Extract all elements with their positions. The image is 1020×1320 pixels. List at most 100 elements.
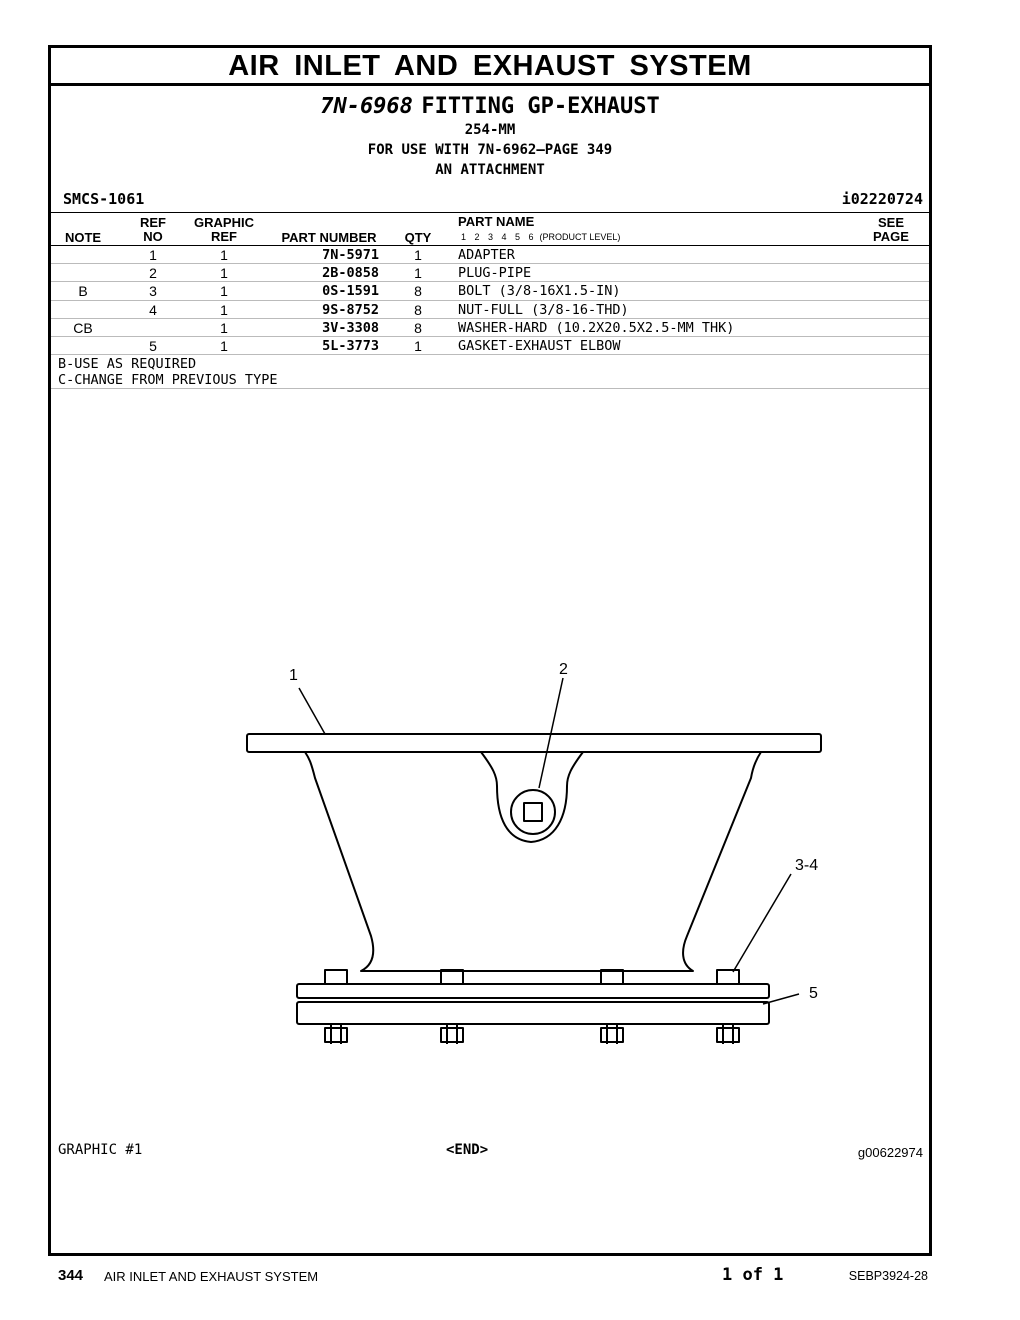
cell-graphic: 1 <box>220 265 228 282</box>
callout-3-4: 3-4 <box>795 857 818 874</box>
col-part-number: PART NUMBER <box>281 230 377 245</box>
cell-qty: 1 <box>414 265 422 282</box>
col-part-name: PART NAME <box>458 214 535 229</box>
cell-qty: 8 <box>414 283 422 300</box>
nut <box>324 1027 348 1043</box>
group-name: FITTING GP-EXHAUST <box>421 94 660 119</box>
cell-ref: 1 <box>149 247 157 263</box>
group-header: 7N-6968 FITTING GP-EXHAUST 254-MM FOR US… <box>51 86 929 180</box>
footer-page-of: 1 of 1 <box>722 1265 784 1285</box>
parts-table-header: NOTE REF NO GRAPHIC REF PART NUMBER QTY … <box>51 212 929 246</box>
page-frame: AIR INLET AND EXHAUST SYSTEM 7N-6968 FIT… <box>48 45 932 1256</box>
callout-1: 1 <box>289 667 298 684</box>
parts-table-body: 1 1 7N-5971 1 ADAPTER 2 1 2B-0858 1 PLUG… <box>51 246 929 356</box>
bolt-shank <box>330 1024 734 1044</box>
bolt-head <box>440 969 464 985</box>
cell-ref: 2 <box>149 265 157 282</box>
adapter-top-flange <box>246 733 822 753</box>
gasket <box>296 1001 770 1025</box>
cell-part-name: ADAPTER <box>458 247 515 263</box>
footnote-c: C-CHANGE FROM PREVIOUS TYPE <box>58 372 278 388</box>
cell-part-number: 9S-8752 <box>322 301 379 318</box>
cell-qty: 1 <box>414 337 422 354</box>
cell-graphic: 1 <box>220 283 228 300</box>
callout-5: 5 <box>809 985 818 1002</box>
table-row: 4 1 9S-8752 8 NUT-FULL (3/8-16-THD) <box>51 301 929 319</box>
cell-graphic: 1 <box>220 301 228 318</box>
cell-part-number: 2B-0858 <box>322 265 379 282</box>
col-qty: QTY <box>404 230 432 245</box>
cell-ref: 4 <box>149 301 157 318</box>
nut <box>440 1027 464 1043</box>
leader-5 <box>762 993 800 1005</box>
col-see-top: SEE <box>877 215 904 230</box>
col-ref-no: REF NO <box>136 216 170 244</box>
cell-part-name: GASKET-EXHAUST ELBOW <box>458 337 621 354</box>
group-line: 7N-6968 FITTING GP-EXHAUST <box>51 94 929 120</box>
col-see-page: SEE PAGE <box>871 216 911 244</box>
leader-2 <box>538 677 564 789</box>
table-row: 2 1 2B-0858 1 PLUG-PIPE <box>51 264 929 283</box>
cell-note: CB <box>73 319 93 336</box>
group-type: AN ATTACHMENT <box>435 162 545 178</box>
end-tag: <END> <box>446 1142 489 1158</box>
title-bar: AIR INLET AND EXHAUST SYSTEM <box>51 48 929 86</box>
section-title: AIR INLET AND EXHAUST SYSTEM <box>228 50 752 82</box>
bottom-flange <box>296 983 770 999</box>
col-graphic-top: GRAPHIC <box>194 215 254 230</box>
smcs-code: SMCS-1061 <box>63 190 145 208</box>
footnote-b: B-USE AS REQUIRED <box>58 356 197 372</box>
footer-doc-number: SEBP3924-28 <box>848 1269 928 1283</box>
leader-3-4 <box>732 873 792 973</box>
cell-part-name: PLUG-PIPE <box>458 265 532 282</box>
col-note: NOTE <box>64 230 102 245</box>
col-product-levels: 1 2 3 4 5 6 (PRODUCT LEVEL) <box>461 232 620 242</box>
plug-square-drive <box>523 802 543 822</box>
bolt-head <box>716 969 740 985</box>
col-ref-top: REF <box>140 215 166 230</box>
cell-graphic: 1 <box>220 337 228 354</box>
group-size: 254-MM <box>464 122 516 138</box>
exhaust-fitting-drawing: 1 2 3-4 5 <box>246 661 822 1044</box>
level-numbers: 1 2 3 4 5 6 <box>461 232 534 242</box>
cell-graphic: 1 <box>220 247 228 263</box>
table-row: 5 1 5L-3773 1 GASKET-EXHAUST ELBOW <box>51 337 929 356</box>
col-graphic-bottom: REF <box>211 229 237 244</box>
table-row: B 3 1 0S-1591 8 BOLT (3/8-16X1.5-IN) <box>51 282 929 301</box>
cell-part-number: 3V-3308 <box>322 319 379 336</box>
cell-qty: 8 <box>414 301 422 318</box>
nut <box>716 1027 740 1043</box>
group-number: 7N-6968 <box>320 94 413 119</box>
col-see-bottom: PAGE <box>873 229 909 244</box>
notes-divider <box>51 388 929 389</box>
bolt-head <box>600 969 624 985</box>
footer-page-number: 344 <box>58 1267 84 1284</box>
plug-lug <box>480 751 584 843</box>
cell-part-number: 7N-5971 <box>322 247 379 263</box>
cell-part-number: 5L-3773 <box>322 337 379 354</box>
cell-ref: 3 <box>149 283 157 300</box>
footnotes: B-USE AS REQUIRED C-CHANGE FROM PREVIOUS… <box>58 356 277 388</box>
cell-qty: 1 <box>414 247 422 263</box>
illustration-id: i02220724 <box>841 190 923 208</box>
cell-part-number: 0S-1591 <box>322 283 379 300</box>
cell-part-name: BOLT (3/8-16X1.5-IN) <box>458 283 621 300</box>
footer-section: AIR INLET AND EXHAUST SYSTEM <box>104 1269 319 1284</box>
callout-2: 2 <box>559 661 568 678</box>
bolt-head <box>324 969 348 985</box>
cell-part-name: WASHER-HARD (10.2X20.5X2.5-MM THK) <box>458 319 735 336</box>
col-ref-bottom: NO <box>143 229 163 244</box>
plug-boss <box>510 789 556 835</box>
graphic-label: GRAPHIC #1 <box>58 1142 143 1158</box>
cell-graphic: 1 <box>220 319 228 336</box>
nut <box>600 1027 624 1043</box>
cell-ref: 5 <box>149 337 157 354</box>
graphic-id: g00622974 <box>857 1145 923 1160</box>
cell-part-name: NUT-FULL (3/8-16-THD) <box>458 301 629 318</box>
col-graphic-ref: GRAPHIC REF <box>189 216 259 244</box>
product-level-label: (PRODUCT LEVEL) <box>539 232 621 242</box>
adapter-body <box>304 751 762 972</box>
table-row: 1 1 7N-5971 1 ADAPTER <box>51 246 929 265</box>
group-usage: FOR USE WITH 7N-6962—PAGE 349 <box>367 142 613 158</box>
cell-qty: 8 <box>414 319 422 336</box>
